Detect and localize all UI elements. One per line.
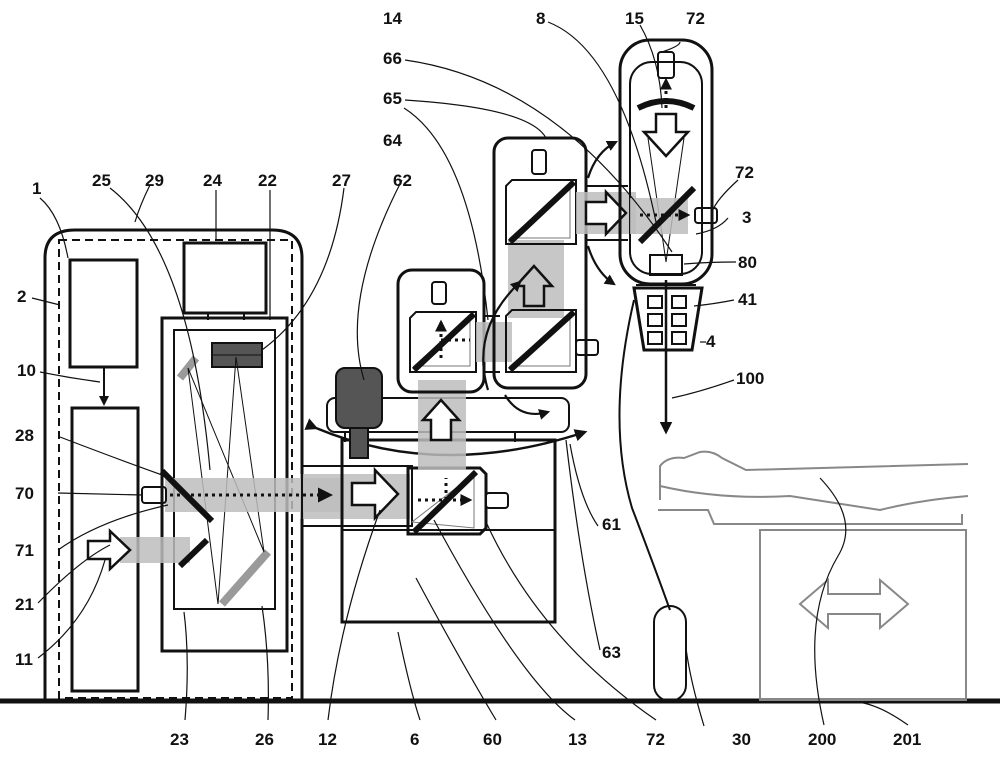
label-62: 62 [393,171,412,190]
head-66 [505,179,577,245]
label-60: 60 [483,730,502,749]
cells-41 [647,295,687,345]
label-100: 100 [736,369,764,388]
label-2: 2 [17,287,26,306]
label-72b: 72 [735,163,754,182]
label-21: 21 [15,595,34,614]
grey-mirror-26 [219,549,271,607]
label-64: 64 [383,131,402,150]
mirror-71 [177,537,210,569]
label-13: 13 [568,730,587,749]
label-41: 41 [738,290,757,309]
label-72c: 72 [646,730,665,749]
box-23 [173,329,276,610]
label-200: 200 [808,730,836,749]
applicator-4 [632,286,704,352]
box-1 [68,258,139,369]
label-66: 66 [383,49,402,68]
cabinet-29 [43,228,304,700]
head-64 [409,311,477,373]
mirror-3 [637,185,697,245]
cable-30 [618,299,671,611]
label-10: 10 [17,361,36,380]
label-28: 28 [15,426,34,445]
label-6: 6 [410,730,419,749]
label-3: 3 [742,208,751,227]
label-30: 30 [732,730,751,749]
rotation-arrow-65 [504,394,551,420]
rotation-arrow-64 [482,280,522,391]
label-26: 26 [255,730,274,749]
label-29: 29 [145,171,164,190]
label-71: 71 [15,541,34,560]
label-15: 15 [625,9,644,28]
label-4: 4 [706,332,716,351]
label-80: 80 [738,253,757,272]
rotation-arrow-3b [586,245,616,286]
stand-30 [653,605,687,702]
arc-15 [636,98,696,111]
label-11: 11 [15,650,33,669]
label-24: 24 [203,171,222,190]
outline-arrow-down [641,112,691,158]
outline-arrow-12 [350,466,400,522]
reference-labels: 1 25 29 24 22 27 62 2 10 28 70 71 21 11 … [15,9,921,749]
outline-arrow-up [420,398,462,442]
label-22: 22 [258,171,277,190]
label-14: 14 [383,9,402,28]
label-72a: 72 [686,9,705,28]
label-27: 27 [332,171,351,190]
couch-base-201 [759,529,967,701]
couch-top [658,509,963,525]
label-61: 61 [602,515,621,534]
leader-lines [31,21,909,727]
label-12: 12 [318,730,337,749]
head-13 [406,466,509,536]
outline-arrow-to-3 [584,188,628,238]
label-23: 23 [170,730,189,749]
box-24 [182,241,268,315]
motor-62 [335,367,383,429]
scanner-80 [649,254,683,276]
outline-arrow-71 [86,528,132,572]
column-65 [492,136,588,390]
head-65-lower [505,309,577,373]
channel-12 [301,465,413,527]
outline-arrow-column [513,264,555,308]
label-63: 63 [602,643,621,662]
patient-200 [659,450,969,512]
rotation-arrow-3a [586,141,618,179]
label-65: 65 [383,89,402,108]
label-8: 8 [536,9,545,28]
double-arrow [798,577,910,631]
label-1: 1 [32,179,41,198]
label-201: 201 [893,730,921,749]
housing-8 [618,38,714,286]
label-25: 25 [92,171,111,190]
label-70: 70 [15,484,34,503]
